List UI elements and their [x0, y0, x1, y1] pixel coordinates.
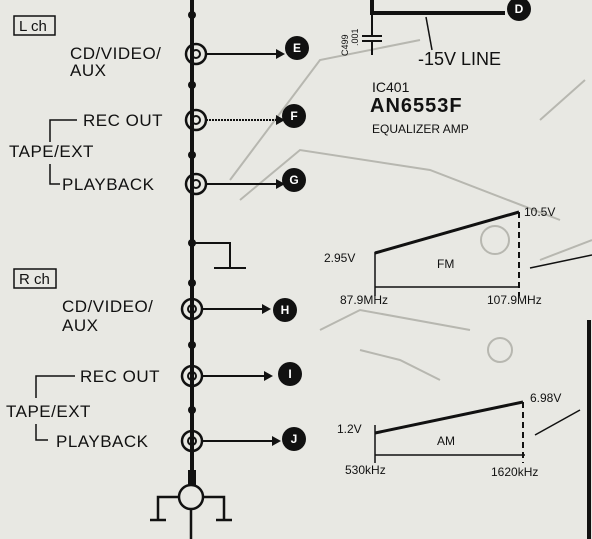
terminal-h-letter: H: [281, 303, 290, 317]
terminal-h-badge: [273, 298, 297, 322]
junction-dot: [188, 279, 196, 287]
arrow-head-j: [272, 436, 281, 446]
am-pointer-line: [534, 409, 581, 436]
left-channel-label: L ch: [19, 18, 47, 35]
left-tape-bracket: [49, 119, 77, 142]
bottom-connector-symbol: [150, 483, 232, 539]
right-rec-out-label: REC OUT: [80, 367, 160, 386]
ic-ref: IC401: [372, 79, 410, 95]
arrow-head-g: [276, 179, 285, 189]
terminal-i-badge: [278, 362, 302, 386]
background-traces: [229, 39, 592, 381]
am-start-freq: 530kHz: [345, 463, 386, 477]
left-playback-label: PLAYBACK: [62, 175, 155, 194]
left-playback-bracket: [49, 164, 60, 185]
arrow-head-i: [264, 371, 273, 381]
terminal-e-letter: E: [293, 41, 301, 55]
junction-dot: [188, 341, 196, 349]
rca-jack-f: [184, 108, 208, 132]
arrow-head-h: [262, 304, 271, 314]
terminal-j-badge: [282, 427, 306, 451]
right-tape-group-label: TAPE/EXT: [6, 402, 91, 421]
rca-jack-g: [184, 172, 208, 196]
terminal-g-letter: G: [289, 173, 298, 187]
am-start-voltage: 1.2V: [337, 422, 362, 436]
arrow-head-e: [276, 49, 285, 59]
terminal-e-badge: [285, 36, 309, 60]
ground-symbol: [192, 242, 246, 269]
supply-line-label: -15V LINE: [418, 49, 501, 69]
capacitor-ref: C499: [340, 34, 350, 56]
fm-end-freq: 107.9MHz: [487, 293, 542, 307]
fm-start-freq: 87.9MHz: [340, 293, 388, 307]
left-tape-group-label: TAPE/EXT: [9, 142, 94, 161]
fm-pointer-line: [529, 254, 592, 269]
terminal-j-letter: J: [291, 432, 298, 446]
left-channel-box: [13, 15, 56, 36]
am-band-label: AM: [437, 434, 455, 448]
am-end-freq: 1620kHz: [491, 465, 538, 479]
right-input-label-line2: AUX: [62, 316, 98, 335]
terminal-d-badge: [507, 0, 531, 21]
terminal-f-letter: F: [290, 109, 297, 123]
junction-dot: [188, 81, 196, 89]
fm-band-label: FM: [437, 257, 454, 271]
ic-part-number: AN6553F: [370, 95, 463, 117]
left-rec-out-label: REC OUT: [83, 111, 163, 130]
terminal-f-badge: [282, 104, 306, 128]
right-tape-bracket: [35, 375, 75, 398]
supply-wire: [370, 0, 505, 15]
left-input-label-line2: AUX: [70, 61, 106, 80]
right-playback-bracket: [35, 424, 48, 441]
fm-start-voltage: 2.95V: [324, 251, 355, 265]
am-voltage-slope: [374, 400, 524, 435]
supply-line-pointer: [425, 16, 433, 51]
fm-voltage-slope: [374, 210, 520, 255]
right-channel-label: R ch: [19, 271, 50, 288]
terminal-d-letter: D: [515, 2, 524, 16]
arrow-head-f: [276, 115, 285, 125]
terminal-g-badge: [282, 168, 306, 192]
terminal-i-letter: I: [288, 367, 291, 381]
right-channel-box: [13, 268, 57, 289]
capacitor-value: .001: [350, 28, 360, 46]
fm-graph: FM 2.95V 10.5V 87.9MHz 107.9MHz: [324, 205, 555, 307]
junction-dot: [188, 151, 196, 159]
rca-jack-e: [184, 42, 208, 66]
right-input-label-line1: CD/VIDEO/: [62, 297, 153, 316]
junction-dot: [188, 406, 196, 414]
am-end-voltage: 6.98V: [530, 391, 561, 405]
am-graph: AM 1.2V 6.98V 530kHz 1620kHz: [337, 391, 561, 479]
left-input-label-line1: CD/VIDEO/: [70, 44, 161, 63]
junction-dot: [188, 11, 196, 19]
fm-end-voltage: 10.5V: [524, 205, 555, 219]
capacitor-symbol: [362, 13, 382, 55]
right-playback-label: PLAYBACK: [56, 432, 149, 451]
ic-function: EQUALIZER AMP: [372, 122, 469, 136]
